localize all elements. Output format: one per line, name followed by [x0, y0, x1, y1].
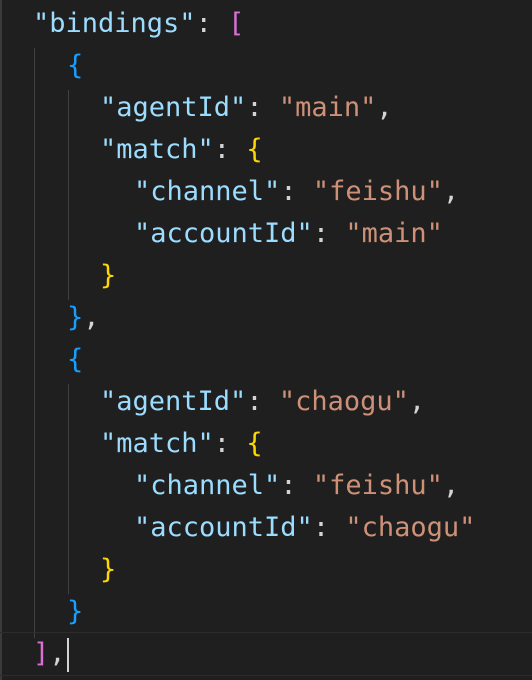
json-key-channel: "channel" — [134, 176, 281, 207]
close-object-brace: } — [67, 302, 84, 333]
json-string-agentId-value: "chaogu" — [278, 386, 409, 417]
json-string-accountId-value: "main" — [345, 218, 443, 249]
indent-guide — [68, 384, 69, 594]
comma: , — [49, 638, 66, 669]
close-array-bracket: ] — [33, 638, 50, 669]
code-line-8[interactable]: }, — [67, 297, 100, 339]
comma: , — [442, 176, 460, 207]
colon: : — [246, 386, 279, 417]
close-object-brace: } — [67, 596, 84, 627]
json-key-agentId: "agentId" — [100, 92, 247, 123]
colon: : — [213, 134, 247, 165]
colon: : — [280, 470, 313, 501]
colon: : — [312, 512, 346, 543]
json-string-channel-value: "feishu" — [312, 176, 443, 207]
code-line-3[interactable]: "agentId": "main", — [100, 87, 393, 129]
open-object-brace: { — [67, 344, 84, 375]
close-object-brace: } — [100, 554, 117, 585]
indent-guide — [68, 90, 69, 300]
code-line-9[interactable]: { — [67, 339, 83, 381]
code-line-13[interactable]: "accountId": "chaogu" — [134, 507, 475, 549]
code-line-15[interactable]: } — [67, 591, 83, 633]
code-line-2[interactable]: { — [67, 45, 83, 87]
code-line-4[interactable]: "match": { — [100, 129, 263, 171]
json-string-accountId-value: "chaogu" — [345, 512, 476, 543]
open-object-brace: { — [246, 428, 263, 459]
open-object-brace: { — [246, 134, 263, 165]
code-line-12[interactable]: "channel": "feishu", — [134, 465, 459, 507]
editor-left-border — [0, 0, 2, 680]
colon: : — [213, 428, 247, 459]
json-key-match: "match" — [100, 134, 214, 165]
json-key-match: "match" — [100, 428, 214, 459]
comma: , — [408, 386, 426, 417]
colon: : — [312, 218, 346, 249]
open-object-brace: { — [67, 50, 84, 81]
json-key-bindings: "bindings" — [33, 8, 196, 39]
colon: : — [280, 176, 313, 207]
code-line-5[interactable]: "channel": "feishu", — [134, 171, 459, 213]
indent-guide — [34, 48, 35, 638]
code-line-7[interactable]: } — [100, 255, 116, 297]
code-line-6[interactable]: "accountId": "main" — [134, 213, 443, 255]
current-line-highlight — [0, 632, 532, 676]
json-key-channel: "channel" — [134, 470, 281, 501]
open-array-bracket: [ — [228, 8, 245, 39]
close-object-brace: } — [100, 260, 117, 291]
comma: , — [442, 470, 460, 501]
colon: : — [195, 8, 229, 39]
json-string-channel-value: "feishu" — [312, 470, 443, 501]
json-key-agentId: "agentId" — [100, 386, 247, 417]
colon: : — [246, 92, 279, 123]
code-line-14[interactable]: } — [100, 549, 116, 591]
code-line-16[interactable]: ], — [33, 633, 66, 675]
code-line-1[interactable]: "bindings": [ — [33, 3, 244, 45]
json-key-accountId: "accountId" — [134, 218, 313, 249]
code-line-11[interactable]: "match": { — [100, 423, 263, 465]
comma: , — [376, 92, 393, 123]
comma: , — [83, 302, 100, 333]
json-key-accountId: "accountId" — [134, 512, 313, 543]
text-cursor — [67, 638, 69, 672]
code-line-10[interactable]: "agentId": "chaogu", — [100, 381, 425, 423]
json-string-agentId-value: "main" — [278, 92, 377, 123]
